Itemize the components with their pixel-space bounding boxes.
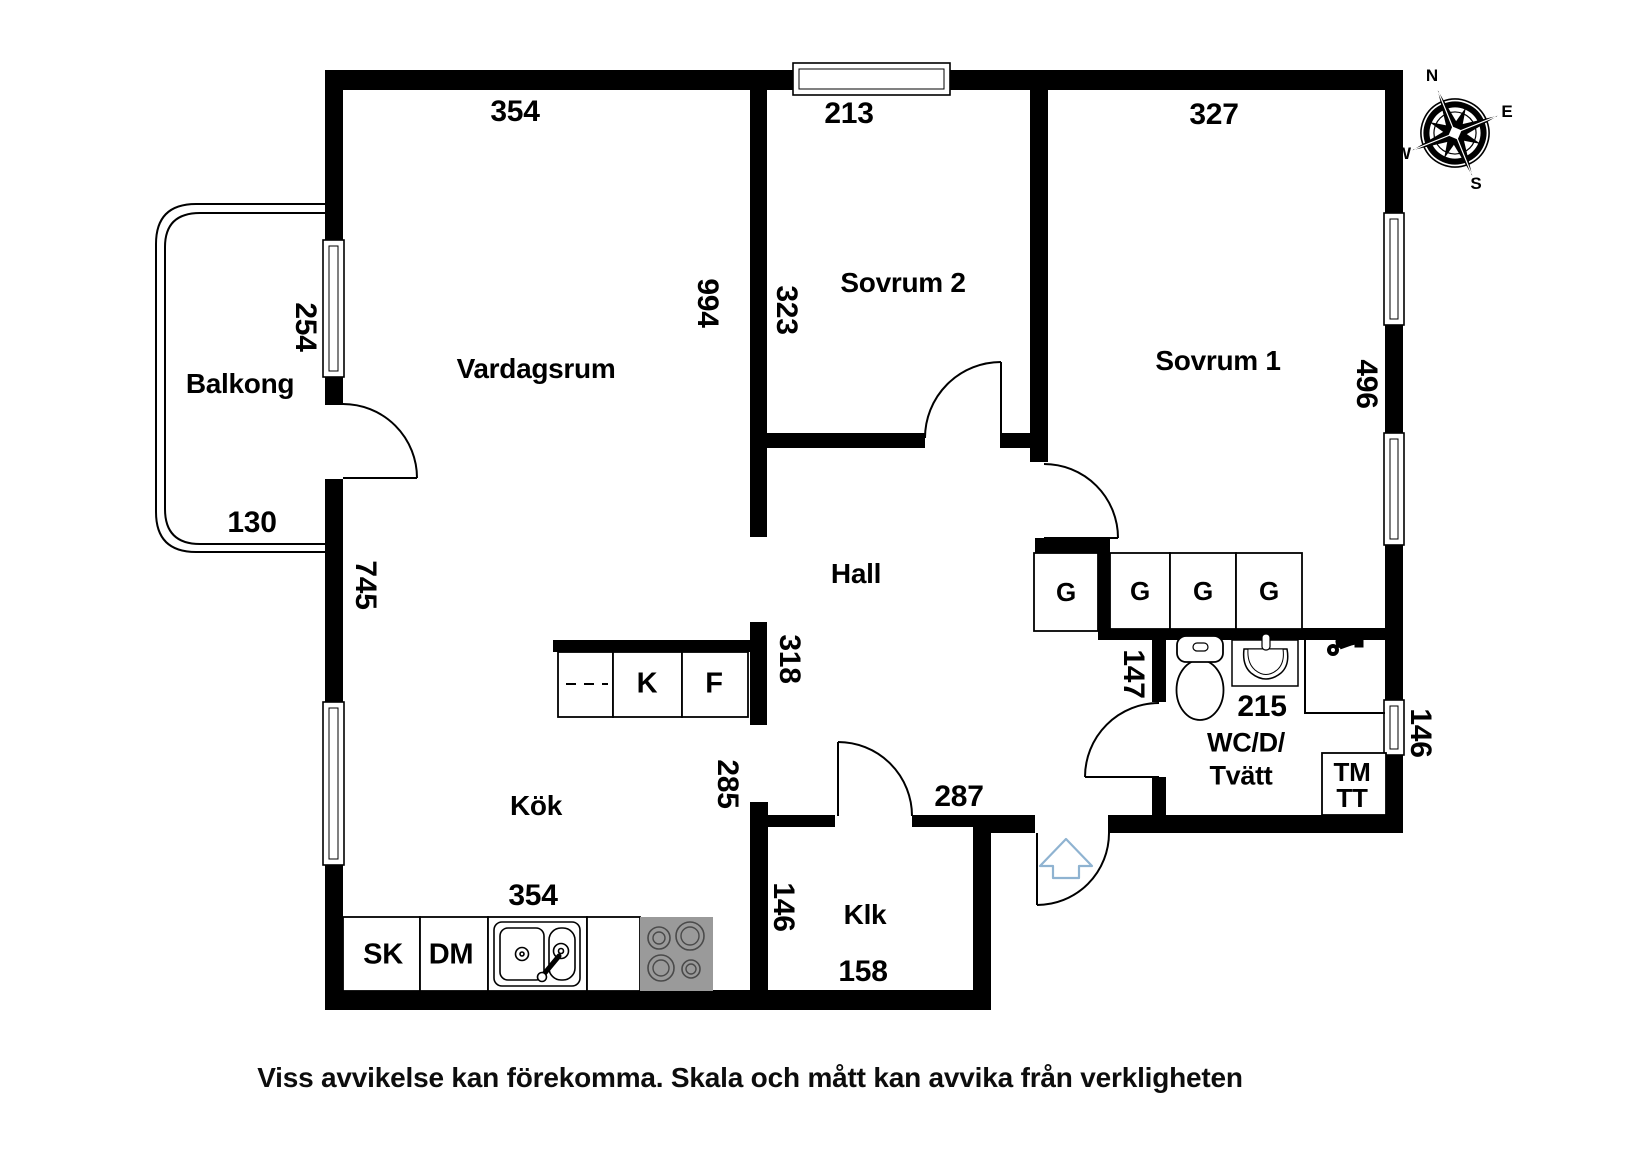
- dim-kok-opening: 285: [711, 759, 744, 809]
- dim-kok-bottom: 354: [508, 879, 558, 912]
- dim-kok-height: 745: [349, 560, 382, 610]
- door-sovrum2: [924, 361, 1002, 439]
- window-sovrum1-upper: [1383, 212, 1405, 326]
- compass-icon: [1412, 90, 1498, 176]
- kitchen-island-cabinets: [557, 651, 749, 718]
- window-kitchen: [322, 701, 345, 866]
- dim-sovrum1-height: 496: [1350, 359, 1383, 409]
- toilet-icon: [1175, 635, 1225, 721]
- compass-south-label: S: [1470, 174, 1482, 193]
- shower-mixer-icon: [1327, 635, 1364, 656]
- bathroom-sink-icon: [1231, 633, 1299, 687]
- wardrobe-label-3: G: [1193, 576, 1213, 606]
- room-label-klk: Klk: [843, 899, 887, 930]
- balcony-railing: [155, 203, 336, 553]
- compass-north-label: N: [1425, 66, 1439, 85]
- dryer-label: TT: [1336, 783, 1368, 813]
- dim-hall-entry: 287: [934, 780, 984, 813]
- doors: [342, 361, 1160, 906]
- door-balcony: [342, 403, 418, 479]
- room-label-kok: Kök: [510, 790, 562, 821]
- room-label-sovrum1: Sovrum 1: [1155, 345, 1281, 376]
- dim-sovrum1-top: 327: [1189, 98, 1239, 131]
- compass-west-label: W: [1394, 144, 1412, 163]
- dim-balkong-window: 254: [289, 302, 322, 352]
- entrance-arrow-icon: [1038, 837, 1094, 880]
- compass-east-label: E: [1501, 102, 1513, 121]
- wardrobe-label-4: G: [1259, 576, 1279, 606]
- dim-klk-bottom: 158: [838, 955, 888, 988]
- room-label-balkong: Balkong: [185, 368, 295, 399]
- windows: [322, 62, 1405, 866]
- window-sovrum1-lower: [1383, 432, 1405, 546]
- dim-sovrum2-height: 323: [770, 285, 803, 335]
- dishwasher-label: DM: [428, 938, 474, 971]
- door-klk: [837, 741, 913, 817]
- dim-wc-width: 215: [1237, 690, 1287, 723]
- dim-klk-width: 146: [767, 882, 800, 932]
- disclaimer-text: Viss avvikelse kan förekomma. Skala och …: [257, 1062, 1243, 1093]
- door-wc: [1084, 702, 1160, 778]
- dim-sovrum2-top: 213: [824, 97, 874, 130]
- walls: [325, 70, 1403, 1010]
- dim-balkong-bottom: 130: [227, 506, 277, 539]
- dim-vardagsrum-top: 354: [490, 95, 540, 128]
- dim-wc-door: 147: [1117, 649, 1150, 699]
- room-label-hall: Hall: [830, 558, 882, 589]
- window-balcony: [322, 239, 345, 378]
- shower-corner: [1304, 640, 1385, 714]
- room-label-wc-line2: Tvätt: [1209, 760, 1273, 791]
- room-label-sovrum2: Sovrum 2: [840, 267, 966, 298]
- fridge-label: K: [636, 667, 658, 700]
- washer-dryer-box: [1321, 752, 1387, 816]
- washing-machine-label: TM: [1333, 757, 1371, 787]
- kitchen-sink-icon: [493, 921, 581, 987]
- wardrobe-label-1: G: [1056, 577, 1076, 607]
- door-entrance: [1036, 832, 1110, 906]
- freezer-label: F: [705, 667, 723, 700]
- door-sovrum1: [1043, 463, 1119, 539]
- dim-wc-window: 146: [1404, 708, 1437, 758]
- room-label-vardagsrum: Vardagsrum: [456, 353, 616, 384]
- dim-island: 318: [773, 634, 806, 684]
- room-label-wc-line1: WC/D/: [1207, 727, 1285, 758]
- window-sovrum2: [792, 62, 951, 96]
- window-wc: [1383, 699, 1405, 756]
- wardrobe-label-2: G: [1130, 576, 1150, 606]
- wardrobe-boxes: [1033, 552, 1387, 816]
- dim-vardagsrum-height: 994: [691, 278, 724, 328]
- stove-icon: [640, 917, 713, 991]
- cabinet-sk-label: SK: [363, 938, 403, 971]
